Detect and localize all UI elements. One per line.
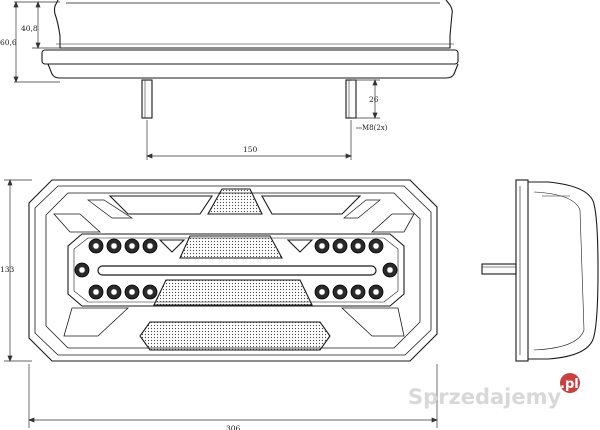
upper-right-strip [343, 199, 381, 219]
lower-left-wing [63, 307, 130, 337]
led-lens [146, 242, 154, 250]
upper-right-reflector [261, 195, 362, 215]
upper-left-reflector [108, 195, 214, 215]
front-lens-outline [45, 192, 421, 349]
top-lens-outline [53, 0, 453, 49]
top-housing-flange [41, 49, 459, 65]
right-stud [345, 79, 357, 119]
led-lens [128, 242, 136, 250]
led-array [74, 238, 398, 300]
led-lens [110, 288, 118, 296]
led-lens [372, 288, 380, 296]
dim-stud-length: 26 [369, 95, 379, 104]
watermark-text: Sprzedajemy [408, 385, 562, 409]
led-lens [110, 242, 118, 250]
top-view [41, 0, 459, 119]
side-lens-inner [533, 191, 585, 351]
top-view-dimensions [13, 1, 380, 160]
watermark-suffix: .pl [560, 377, 579, 392]
upper-right-diagonal [370, 213, 415, 233]
dim-top-lens: 40,8 [21, 24, 38, 33]
top-triangle-reflector [207, 188, 263, 215]
dim-stud-spacing: 150 [243, 145, 258, 154]
dim-top-height: 60,6 [0, 38, 17, 47]
top-housing-back [47, 63, 459, 79]
led-lens [336, 288, 344, 296]
side-stud [481, 263, 517, 275]
led-lens [128, 288, 136, 296]
mid-lower-reflector [153, 279, 313, 306]
led-lens [146, 288, 154, 296]
led-lens [386, 266, 394, 274]
upper-left-diagonal [53, 213, 102, 233]
led-lens [354, 242, 362, 250]
led-lens [372, 242, 380, 250]
dim-front-width: 306 [226, 424, 241, 430]
bottom-reflector [139, 321, 331, 351]
side-lens [528, 181, 599, 360]
center-module-inner [73, 237, 399, 303]
led-lens [336, 242, 344, 250]
upper-left-strip [86, 199, 134, 219]
front-outer-outline [28, 179, 438, 362]
led-lens [318, 242, 326, 250]
watermark-badge [560, 373, 580, 393]
front-view-dimensions [4, 179, 438, 428]
side-flange [515, 179, 529, 362]
lower-right-wing [340, 307, 405, 337]
front-view [28, 179, 438, 362]
mid-upper-reflector [179, 235, 283, 259]
led-lens [354, 288, 362, 296]
center-module [67, 233, 405, 307]
led-lens [92, 242, 100, 250]
dim-stud-thread: M8(2x) [362, 124, 388, 132]
dim-front-height: 133 [0, 265, 15, 274]
led-lens [78, 266, 86, 274]
led-lens [92, 288, 100, 296]
watermark: Sprzedajemy .pl [408, 373, 580, 409]
led-lens [318, 288, 326, 296]
small-left-triangle [158, 239, 186, 253]
front-inner-outline [34, 185, 432, 356]
small-right-triangle [286, 239, 314, 253]
side-view [481, 179, 599, 362]
light-bar [97, 265, 377, 276]
left-stud [141, 79, 153, 119]
